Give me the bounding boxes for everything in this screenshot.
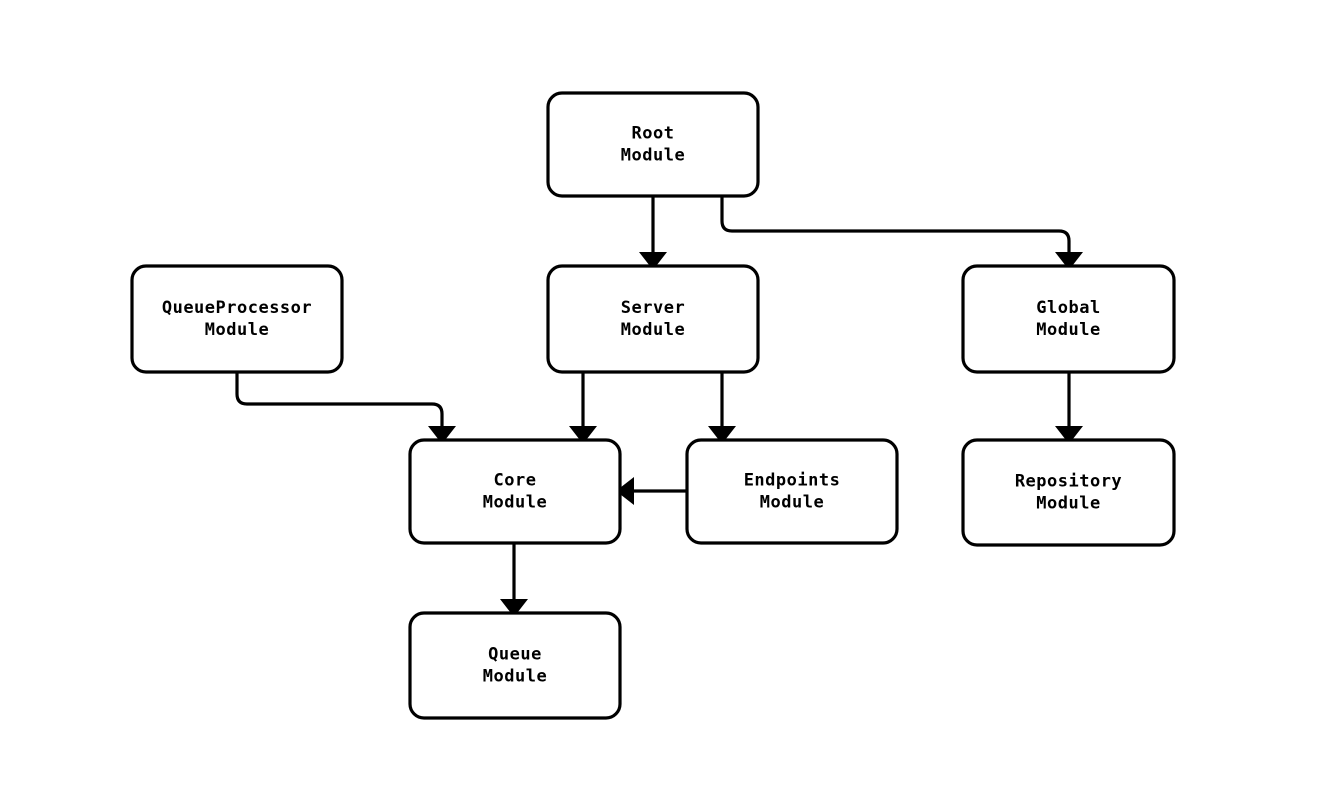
node-core-module-label-line2: Module: [483, 493, 547, 513]
node-queue-module-label-line2: Module: [483, 667, 547, 687]
node-global-module[interactable]: Global Module: [961, 264, 1176, 374]
node-global-module-box[interactable]: [961, 264, 1176, 374]
node-repository-module-label-line2: Module: [1036, 494, 1100, 514]
node-queueprocessor-module-label-line1: QueueProcessor: [162, 298, 312, 318]
arrowhead-global-in: [1055, 252, 1083, 270]
arrowhead-layer: [428, 252, 1083, 617]
node-endpoints-module-box[interactable]: [685, 438, 899, 545]
node-server-module-label-line2: Module: [621, 320, 685, 340]
edge-root-to-global: [720, 196, 1071, 252]
node-endpoints-module[interactable]: Endpoints Module: [685, 438, 899, 545]
arrowhead-repository-in: [1055, 426, 1083, 444]
node-global-module-label-line1: Global: [1036, 298, 1100, 318]
edge-queueprocessor-to-core: [235, 372, 444, 426]
node-repository-module[interactable]: Repository Module: [961, 438, 1176, 547]
node-endpoints-module-label-line2: Module: [760, 493, 824, 513]
arrowhead-core-in-left: [428, 426, 456, 444]
node-root-module-box[interactable]: [546, 91, 760, 198]
node-core-module[interactable]: Core Module: [408, 438, 622, 545]
node-queueprocessor-module-box[interactable]: [130, 264, 344, 374]
node-root-module-label-line2: Module: [621, 146, 685, 166]
node-queue-module-box[interactable]: [408, 611, 622, 720]
arrowhead-queue-in: [500, 599, 528, 617]
node-root-module-label-line1: Root: [632, 124, 675, 144]
node-server-module-box[interactable]: [546, 264, 760, 374]
node-repository-module-box[interactable]: [961, 438, 1176, 547]
node-repository-module-label-line1: Repository: [1015, 472, 1122, 492]
node-root-module[interactable]: Root Module: [546, 91, 760, 198]
node-core-module-label-line1: Core: [494, 471, 537, 491]
arrowhead-server-in: [639, 252, 667, 270]
arrowhead-core-in-right: [616, 477, 634, 505]
arrowhead-core-in-mid: [569, 426, 597, 444]
node-layer: Root Module QueueProcessor Module Server…: [130, 91, 1176, 720]
node-server-module-label-line1: Server: [621, 298, 685, 318]
node-endpoints-module-label-line1: Endpoints: [744, 471, 841, 491]
node-queueprocessor-module-label-line2: Module: [205, 320, 269, 340]
node-global-module-label-line2: Module: [1036, 320, 1100, 340]
node-server-module[interactable]: Server Module: [546, 264, 760, 374]
edge-layer: [235, 196, 1071, 599]
node-queue-module[interactable]: Queue Module: [408, 611, 622, 720]
arrowhead-endpoints-in: [708, 426, 736, 444]
node-core-module-box[interactable]: [408, 438, 622, 545]
node-queue-module-label-line1: Queue: [488, 645, 542, 665]
node-queueprocessor-module[interactable]: QueueProcessor Module: [130, 264, 344, 374]
